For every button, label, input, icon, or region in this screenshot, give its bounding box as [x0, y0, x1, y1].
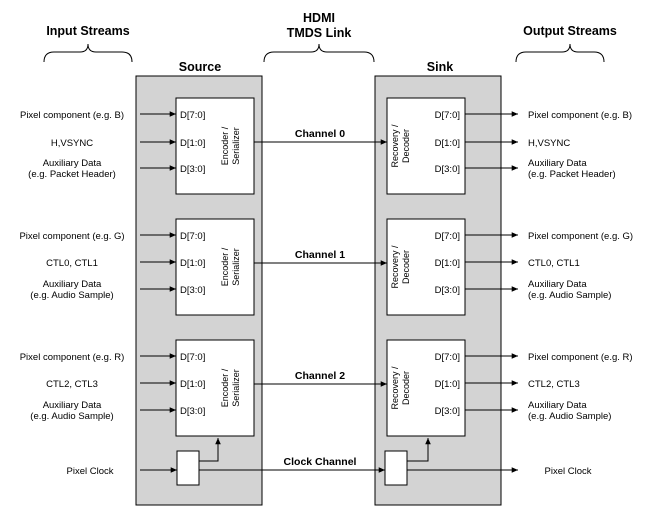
- enc2-pin-d1: D[1:0]: [180, 379, 205, 390]
- ch1-output-ctl: CTL0, CTL1: [528, 258, 580, 269]
- ch0-output-sync: H,VSYNC: [528, 138, 570, 149]
- ch0-input-aux-2: (e.g. Packet Header): [28, 169, 116, 180]
- ch1-output-aux-1: Auxiliary Data: [528, 279, 587, 290]
- output-streams-brace: [515, 43, 605, 63]
- ch2-input-aux-2: (e.g. Audio Sample): [30, 411, 113, 422]
- ch0-input-aux-1: Auxiliary Data: [43, 158, 102, 169]
- recovery-decoder-1: [386, 218, 466, 316]
- dec1-pin-d1: D[1:0]: [435, 258, 460, 269]
- ch2-input-pixel: Pixel component (e.g. R): [20, 352, 125, 363]
- ch2-output-ctl: CTL2, CTL3: [528, 379, 580, 390]
- channel-1-group: Encoder /Serializer Recovery /Decoder D[…: [19, 218, 633, 316]
- tmds-link-brace: [263, 43, 375, 63]
- recovery-decoder-2: [386, 339, 466, 437]
- enc2-pin-d7: D[7:0]: [180, 352, 205, 363]
- ch1-input-pixel: Pixel component (e.g. G): [19, 231, 124, 242]
- encoder-label-2: Encoder /Serializer: [220, 368, 241, 407]
- ch1-input-ctl: CTL0, CTL1: [46, 258, 98, 269]
- output-streams-header: Output Streams: [523, 24, 617, 38]
- ch0-output-aux-1: Auxiliary Data: [528, 158, 587, 169]
- decoder-label-0: Recovery /Decoder: [390, 124, 411, 168]
- input-streams-brace: [43, 43, 133, 63]
- sink-label: Sink: [427, 60, 453, 74]
- encoder-serializer-2: [175, 339, 255, 437]
- sink-clock-feedback: [407, 438, 431, 462]
- enc2-pin-d3: D[3:0]: [180, 406, 205, 417]
- ch2-output-aux-1: Auxiliary Data: [528, 400, 587, 411]
- encoder-label-1: Encoder /Serializer: [220, 247, 241, 286]
- decoder-label-1: Recovery /Decoder: [390, 245, 411, 289]
- enc0-pin-d7: D[7:0]: [180, 110, 205, 121]
- ch0-input-pixel: Pixel component (e.g. B): [20, 110, 124, 121]
- encoder-label-0: Encoder /Serializer: [220, 126, 241, 165]
- dec0-pin-d3: D[3:0]: [435, 164, 460, 175]
- channel-0-group: Encoder /Serializer Recovery /Decoder D[…: [20, 97, 632, 195]
- ch1-output-pixel: Pixel component (e.g. G): [528, 231, 633, 242]
- dec1-pin-d7: D[7:0]: [435, 231, 460, 242]
- tmds-link-header: TMDS Link: [287, 26, 352, 40]
- ch0-output-aux-2: (e.g. Packet Header): [528, 169, 616, 180]
- channel-2-label: Channel 2: [295, 370, 345, 382]
- hdmi-header: HDMI: [303, 11, 335, 25]
- dec0-pin-d7: D[7:0]: [435, 110, 460, 121]
- enc1-pin-d1: D[1:0]: [180, 258, 205, 269]
- enc0-pin-d1: D[1:0]: [180, 138, 205, 149]
- channel-2-group: Encoder /Serializer Recovery /Decoder D[…: [20, 339, 633, 437]
- dec2-pin-d7: D[7:0]: [435, 352, 460, 363]
- ch2-input-ctl: CTL2, CTL3: [46, 379, 98, 390]
- enc0-pin-d3: D[3:0]: [180, 164, 205, 175]
- sink-clock-box: [384, 450, 408, 486]
- dec0-pin-d1: D[1:0]: [435, 138, 460, 149]
- ch0-input-sync: H,VSYNC: [51, 138, 93, 149]
- encoder-serializer-0: [175, 97, 255, 195]
- source-clock-box: [176, 450, 200, 486]
- dec2-pin-d1: D[1:0]: [435, 379, 460, 390]
- ch1-input-aux-2: (e.g. Audio Sample): [30, 290, 113, 301]
- source-label: Source: [179, 60, 221, 74]
- channel-1-label: Channel 1: [295, 249, 345, 261]
- pixel-clock-input-label: Pixel Clock: [67, 466, 114, 477]
- ch2-input-aux-1: Auxiliary Data: [43, 400, 102, 411]
- source-clock-feedback: [199, 438, 221, 462]
- pixel-clock-output-label: Pixel Clock: [545, 466, 592, 477]
- channel-0-label: Channel 0: [295, 128, 345, 140]
- ch1-input-aux-1: Auxiliary Data: [43, 279, 102, 290]
- decoder-label-2: Recovery /Decoder: [390, 366, 411, 410]
- encoder-serializer-1: [175, 218, 255, 316]
- ch2-output-aux-2: (e.g. Audio Sample): [528, 411, 611, 422]
- clock-channel-label: Clock Channel: [284, 456, 357, 468]
- ch2-output-pixel: Pixel component (e.g. R): [528, 352, 633, 363]
- ch0-output-pixel: Pixel component (e.g. B): [528, 110, 632, 121]
- ch1-output-aux-2: (e.g. Audio Sample): [528, 290, 611, 301]
- clock-channel-group: Pixel Clock Clock Channel Pixel Clock: [67, 438, 592, 486]
- dec1-pin-d3: D[3:0]: [435, 285, 460, 296]
- dec2-pin-d3: D[3:0]: [435, 406, 460, 417]
- enc1-pin-d7: D[7:0]: [180, 231, 205, 242]
- recovery-decoder-0: [386, 97, 466, 195]
- input-streams-header: Input Streams: [46, 24, 129, 38]
- enc1-pin-d3: D[3:0]: [180, 285, 205, 296]
